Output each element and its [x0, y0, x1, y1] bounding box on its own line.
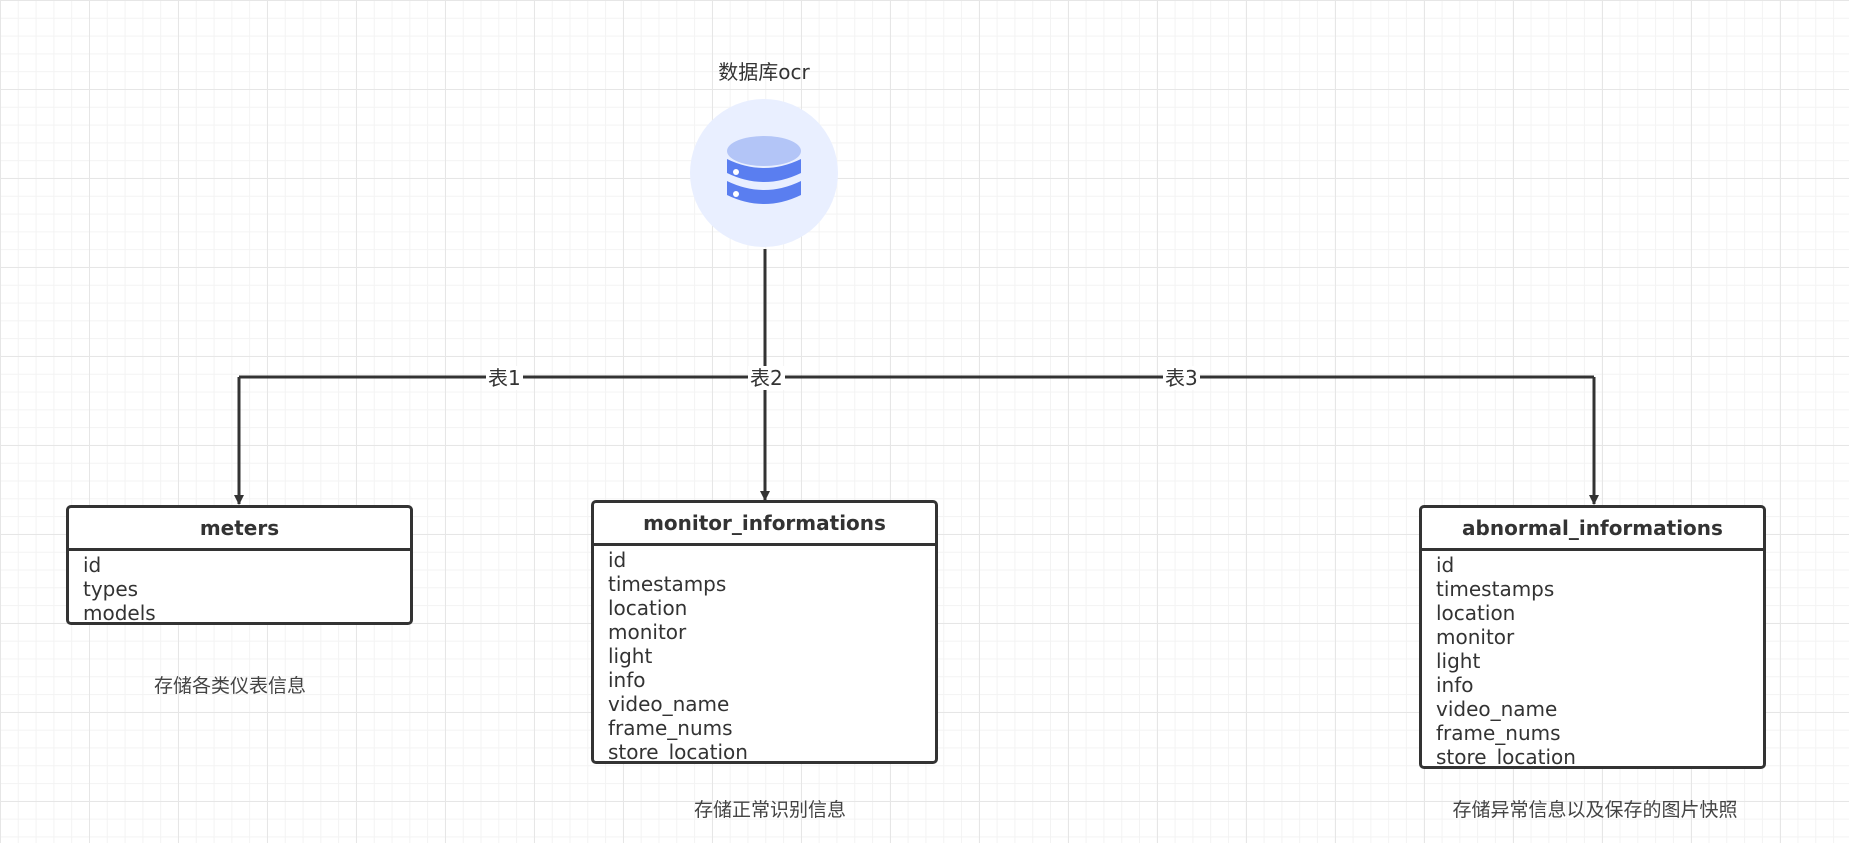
field-item: monitor: [1436, 625, 1515, 649]
table-title: monitor_informations: [594, 503, 935, 546]
field-item: video_name: [1436, 697, 1558, 721]
field-item: light: [608, 644, 653, 668]
field-item: location: [608, 596, 688, 620]
database-label: 数据库ocr: [718, 60, 810, 84]
table-caption: 存储异常信息以及保存的图片快照: [1452, 799, 1738, 821]
field-item: id: [83, 553, 102, 577]
database-node[interactable]: [690, 99, 838, 247]
field-item: timestamps: [608, 572, 727, 596]
field-item: types: [83, 577, 139, 601]
field-item: location: [1436, 601, 1516, 625]
field-list: id timestamps location monitor light inf…: [1422, 551, 1763, 769]
table-abnormal-informations[interactable]: abnormal_informations id timestamps loca…: [1419, 505, 1766, 769]
field-item: video_name: [608, 692, 730, 716]
field-list: id types models: [69, 551, 410, 625]
table-title: abnormal_informations: [1422, 508, 1763, 551]
table-title: meters: [69, 508, 410, 551]
field-item: timestamps: [1436, 577, 1555, 601]
table-caption: 存储各类仪表信息: [153, 675, 306, 697]
field-item: models: [83, 601, 156, 625]
table-caption: 存储正常识别信息: [693, 799, 846, 821]
field-item: light: [1436, 649, 1481, 673]
database-icon: [727, 136, 801, 204]
field-item: store_location: [608, 740, 748, 764]
field-list: id timestamps location monitor light inf…: [594, 546, 935, 764]
edge-label-2: 表2: [748, 366, 785, 390]
field-item: frame_nums: [608, 716, 733, 740]
field-item: frame_nums: [1436, 721, 1561, 745]
field-item: id: [1436, 553, 1455, 577]
field-item: store_location: [1436, 745, 1576, 769]
edge-label-3: 表3: [1163, 366, 1200, 390]
field-item: info: [1436, 673, 1474, 697]
table-meters[interactable]: meters id types models: [66, 505, 413, 625]
field-item: monitor: [608, 620, 687, 644]
edge-label-1: 表1: [486, 366, 523, 390]
table-monitor-informations[interactable]: monitor_informations id timestamps locat…: [591, 500, 938, 764]
field-item: info: [608, 668, 646, 692]
field-item: id: [608, 548, 627, 572]
